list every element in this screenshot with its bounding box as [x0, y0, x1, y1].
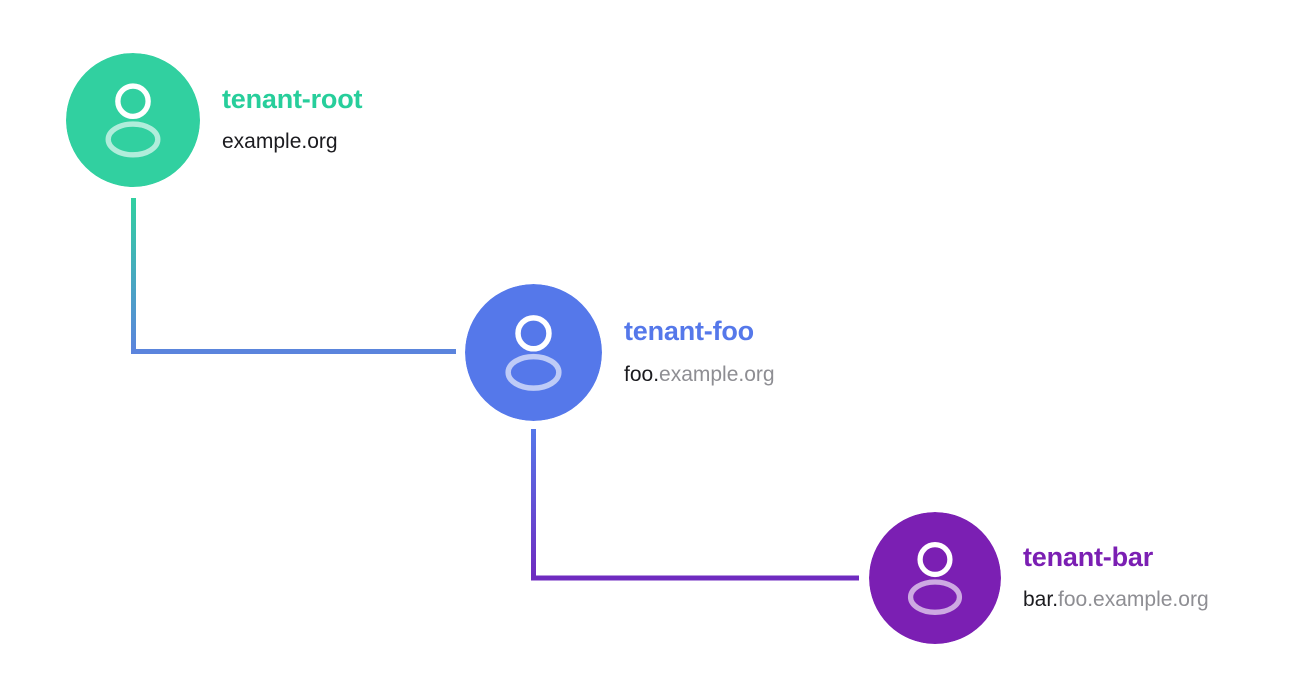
tenant-node-tenant-root[interactable]: tenant-root example.org [66, 53, 362, 187]
avatar-body-icon [907, 579, 963, 615]
edge-foo-to-bar [531, 429, 859, 581]
person-avatar-icon [465, 284, 602, 421]
tenant-name-label: tenant-bar [1023, 541, 1154, 572]
tenant-domain-own-part: example.org [222, 130, 338, 154]
person-avatar-icon [66, 53, 200, 187]
tenant-node-tenant-foo[interactable]: tenant-foo foo.example.org [465, 284, 775, 421]
tenant-domain-own-part: bar. [1023, 588, 1059, 612]
tenant-name-label: tenant-root [222, 83, 363, 114]
avatar-body-icon [505, 353, 562, 391]
avatar-background-circle [66, 53, 200, 187]
avatar-head-icon [115, 83, 151, 120]
tenant-node-labels: tenant-root example.org [222, 84, 362, 154]
person-avatar-icon [869, 512, 1001, 644]
tenant-name-label: tenant-foo [624, 316, 754, 347]
tenant-domain-parent-part: example.org [659, 362, 775, 386]
tenant-node-labels: tenant-foo foo.example.org [624, 316, 775, 386]
tenant-domain-parent-part: foo.example.org [1058, 588, 1209, 612]
avatar-body-icon [105, 121, 161, 158]
avatar-head-icon [917, 541, 953, 578]
avatar-background-circle [869, 512, 1001, 644]
tenant-domain-label: example.org [222, 129, 362, 154]
tenant-node-tenant-bar[interactable]: tenant-bar bar.foo.example.org [869, 512, 1209, 644]
tenant-domain-label: bar.foo.example.org [1023, 587, 1209, 612]
tenant-domain-label: foo.example.org [624, 362, 775, 387]
tenant-node-labels: tenant-bar bar.foo.example.org [1023, 542, 1209, 612]
edge-root-to-foo [131, 198, 456, 354]
avatar-head-icon [515, 315, 552, 352]
avatar-background-circle [465, 284, 602, 421]
tenant-domain-own-part: foo. [624, 362, 660, 386]
